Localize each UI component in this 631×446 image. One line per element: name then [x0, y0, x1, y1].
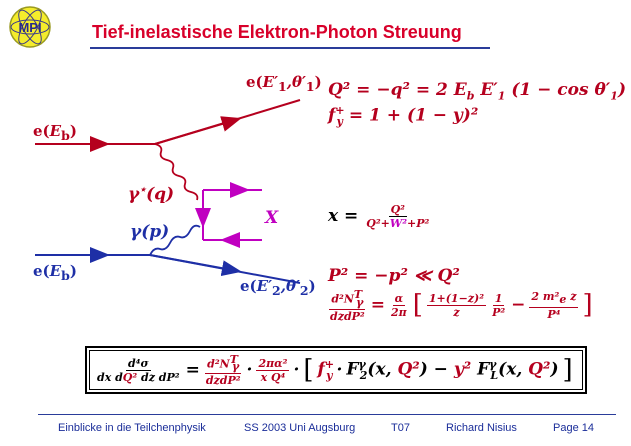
- title-rule: [90, 47, 490, 49]
- footer-rule: [38, 414, 616, 415]
- label-real-photon: γ(p): [130, 222, 170, 242]
- label-hadronic-system: X: [265, 208, 279, 228]
- footer-course: Einblicke in die Teilchenphysik: [58, 422, 206, 434]
- outgoing-electron-bottom-line: [149, 254, 301, 284]
- page-title: Tief-inelastische Elektron-Photon Streuu…: [92, 22, 462, 42]
- virtual-photon-line: [154, 143, 199, 201]
- footer-author: Richard Nisius: [446, 422, 517, 434]
- mpi-atom-logo-icon: MPI: [9, 6, 51, 48]
- label-virtual-photon: γ⋆(q): [128, 183, 175, 205]
- equation-fy: f+y = 1 + (1 − y)²: [328, 104, 479, 129]
- footer-code: T07: [391, 422, 410, 434]
- feynman-diagram: [35, 99, 301, 284]
- outgoing-electron-top-line: [154, 99, 301, 145]
- label-incoming-electron-top: e(Eb): [33, 122, 77, 143]
- equation-q2: Q² = −q² = 2 Eb E′1 (1 − cos θ′1): [328, 80, 626, 103]
- label-outgoing-electron-bottom: e(E′2,θ′2): [240, 277, 316, 298]
- logo-text: MPI: [18, 20, 41, 35]
- real-photon-line: [149, 224, 201, 256]
- footer-page: Page 14: [553, 422, 594, 434]
- footer-term: SS 2003 Uni Augsburg: [244, 422, 356, 434]
- equation-p2: P² = −p² ≪ Q²: [328, 266, 460, 286]
- label-incoming-electron-bottom: e(Eb): [33, 262, 77, 283]
- label-outgoing-electron-top: e(E′1,θ′1): [246, 73, 322, 94]
- hadronic-system-lines: [195, 182, 262, 248]
